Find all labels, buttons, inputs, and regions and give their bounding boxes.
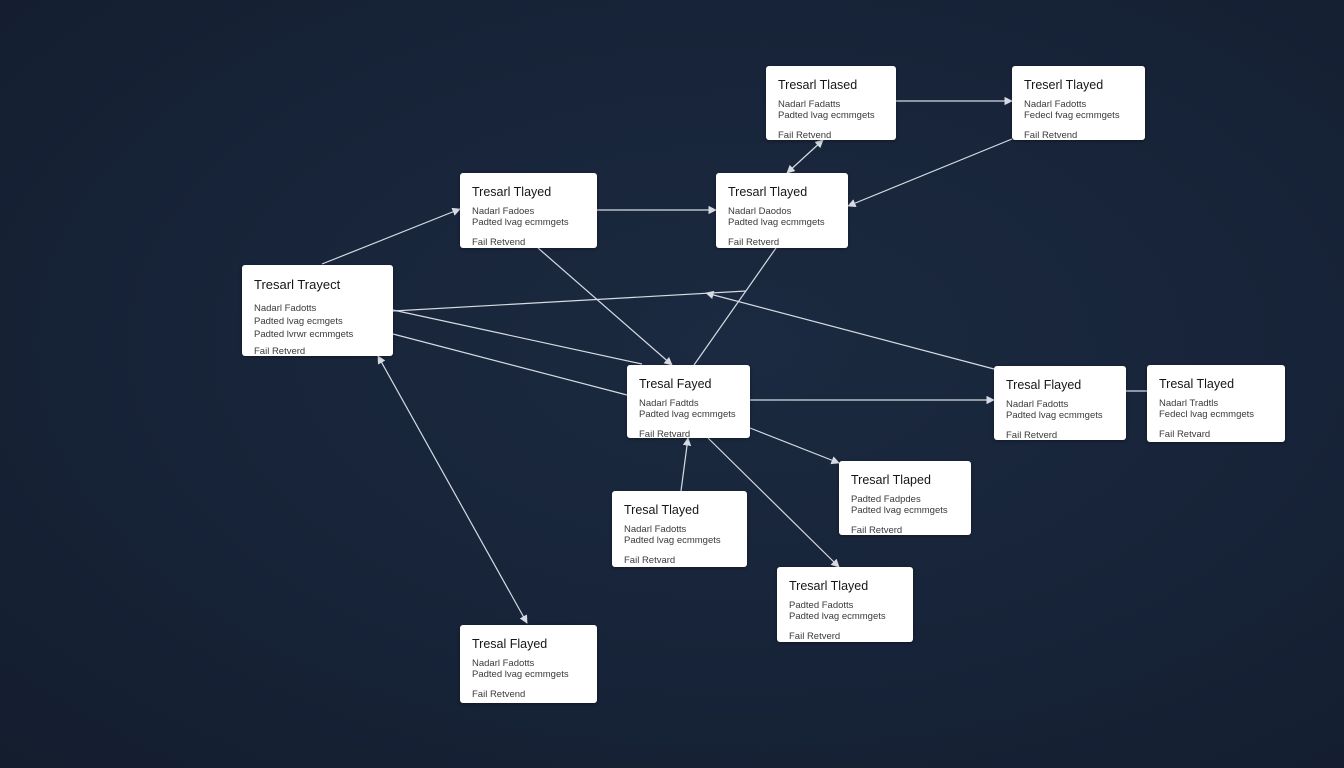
connector-edge bbox=[392, 309, 643, 365]
node-footer: Fail Retvard bbox=[1159, 429, 1211, 440]
node-footer: Fail Retverd bbox=[851, 525, 903, 535]
node-detail: Padted lvag ecmmgets bbox=[624, 534, 721, 546]
node-title: Tresarl Tlayed bbox=[728, 185, 808, 199]
node-footer: Fail Retvard bbox=[639, 429, 691, 438]
node-detail: Padted lvag ecmmgets bbox=[1006, 409, 1103, 421]
node-title: Tresal Fayed bbox=[639, 377, 712, 391]
flow-node[interactable]: Tresal Tlayed Nadarl Tradtls Fedecl lvag… bbox=[1147, 365, 1285, 442]
node-title: Tresal Flayed bbox=[472, 637, 548, 651]
node-detail: Nadarl Fadotts bbox=[1024, 99, 1087, 110]
node-detail: Padted lvag ecmmgets bbox=[728, 216, 825, 228]
node-detail: Nadarl Fadoes bbox=[472, 206, 535, 217]
connector-edge bbox=[786, 139, 824, 174]
node-detail: Padted lvrwr ecmmgets bbox=[254, 329, 354, 340]
node-detail: Padted lvag ecmmgets bbox=[472, 668, 569, 680]
connector-edge bbox=[392, 333, 628, 396]
node-title: Tresal Flayed bbox=[1006, 378, 1082, 392]
node-detail: Padted Fadotts bbox=[789, 600, 854, 611]
connector-edge bbox=[707, 437, 840, 568]
node-detail: Nadarl Fadatts bbox=[778, 99, 841, 110]
node-detail: Nadarl Fadtds bbox=[639, 398, 699, 409]
flow-node[interactable]: Tresarl Tlayed Nadarl Daodos Padted lvag… bbox=[716, 173, 848, 248]
connector-edge bbox=[680, 437, 692, 492]
node-detail: Nadarl Fadotts bbox=[1006, 399, 1069, 410]
flow-node[interactable]: Tresarl Tlayed Padted Fadotts Padted lva… bbox=[777, 567, 913, 642]
connector-edge bbox=[847, 138, 1013, 208]
node-detail: Nadarl Fadotts bbox=[624, 524, 687, 535]
flow-node[interactable]: Tresarl Trayect Nadarl Fadotts Padted lv… bbox=[242, 265, 393, 356]
connector-edge bbox=[377, 355, 528, 624]
node-footer: Fail Retvend bbox=[1024, 130, 1078, 140]
node-title: Tresarl Tlaped bbox=[851, 473, 931, 487]
flow-node[interactable]: Tresarl Tlaped Padted Fadpdes Padted lva… bbox=[839, 461, 971, 535]
node-footer: Fail Retverd bbox=[728, 237, 780, 248]
node-footer: Fail Retverd bbox=[1006, 430, 1058, 440]
node-detail: Padted lvag ecmmgets bbox=[789, 610, 886, 622]
node-detail: Padted lvag ecmmgets bbox=[778, 109, 875, 121]
node-detail: Padted lvag ecmgets bbox=[254, 316, 343, 327]
flow-node[interactable]: Tresarl Tlayed Nadarl Fadoes Padted lvag… bbox=[460, 173, 597, 248]
connector-edge bbox=[693, 247, 777, 366]
node-footer: Fail Retvend bbox=[472, 237, 526, 248]
node-detail: Padted Fadpdes bbox=[851, 494, 921, 505]
node-title: Tresarl Tlased bbox=[778, 78, 858, 92]
node-title: Tresal Tlayed bbox=[1159, 377, 1235, 391]
node-footer: Fail Retverd bbox=[254, 346, 306, 356]
node-title: Treserl Tlayed bbox=[1024, 78, 1104, 92]
node-detail: Padted lvag ecmmgets bbox=[851, 504, 948, 516]
node-detail: Nadarl Fadotts bbox=[472, 658, 535, 669]
flow-node[interactable]: Tresal Tlayed Nadarl Fadotts Padted lvag… bbox=[612, 491, 747, 567]
node-footer: Fail Retvard bbox=[624, 555, 676, 566]
node-detail: Nadarl Tradtls bbox=[1159, 398, 1219, 409]
connector-edge bbox=[321, 207, 461, 265]
connector-edge bbox=[537, 247, 673, 366]
node-detail: Nadarl Fadotts bbox=[254, 303, 317, 314]
node-detail: Padted lvag ecmmgets bbox=[472, 216, 569, 228]
flow-node[interactable]: Treserl Tlayed Nadarl Fadotts Fedecl fva… bbox=[1012, 66, 1145, 140]
node-detail: Fedecl lvag ecmmgets bbox=[1159, 408, 1255, 420]
flow-node[interactable]: Tresarl Tlased Nadarl Fadatts Padted lva… bbox=[766, 66, 896, 140]
node-detail: Padted lvag ecmmgets bbox=[639, 408, 736, 420]
node-footer: Fail Retvend bbox=[778, 130, 832, 140]
node-title: Tresarl Tlayed bbox=[472, 185, 552, 199]
flow-node[interactable]: Tresal Flayed Nadarl Fadotts Padted lvag… bbox=[460, 625, 597, 703]
node-detail: Fedecl fvag ecmmgets bbox=[1024, 109, 1120, 121]
connector-edge bbox=[392, 290, 747, 312]
connector-edge bbox=[749, 427, 840, 465]
flow-node[interactable]: Tresal Fayed Nadarl Fadtds Padted lvag e… bbox=[627, 365, 750, 438]
node-title: Tresal Tlayed bbox=[624, 503, 700, 517]
connector-edge bbox=[705, 290, 995, 370]
node-title: Tresarl Trayect bbox=[254, 277, 341, 292]
flow-node[interactable]: Tresal Flayed Nadarl Fadotts Padted lvag… bbox=[994, 366, 1126, 440]
node-footer: Fail Retvend bbox=[472, 689, 526, 700]
node-footer: Fail Retverd bbox=[789, 631, 841, 642]
node-detail: Nadarl Daodos bbox=[728, 206, 792, 217]
node-title: Tresarl Tlayed bbox=[789, 579, 869, 593]
